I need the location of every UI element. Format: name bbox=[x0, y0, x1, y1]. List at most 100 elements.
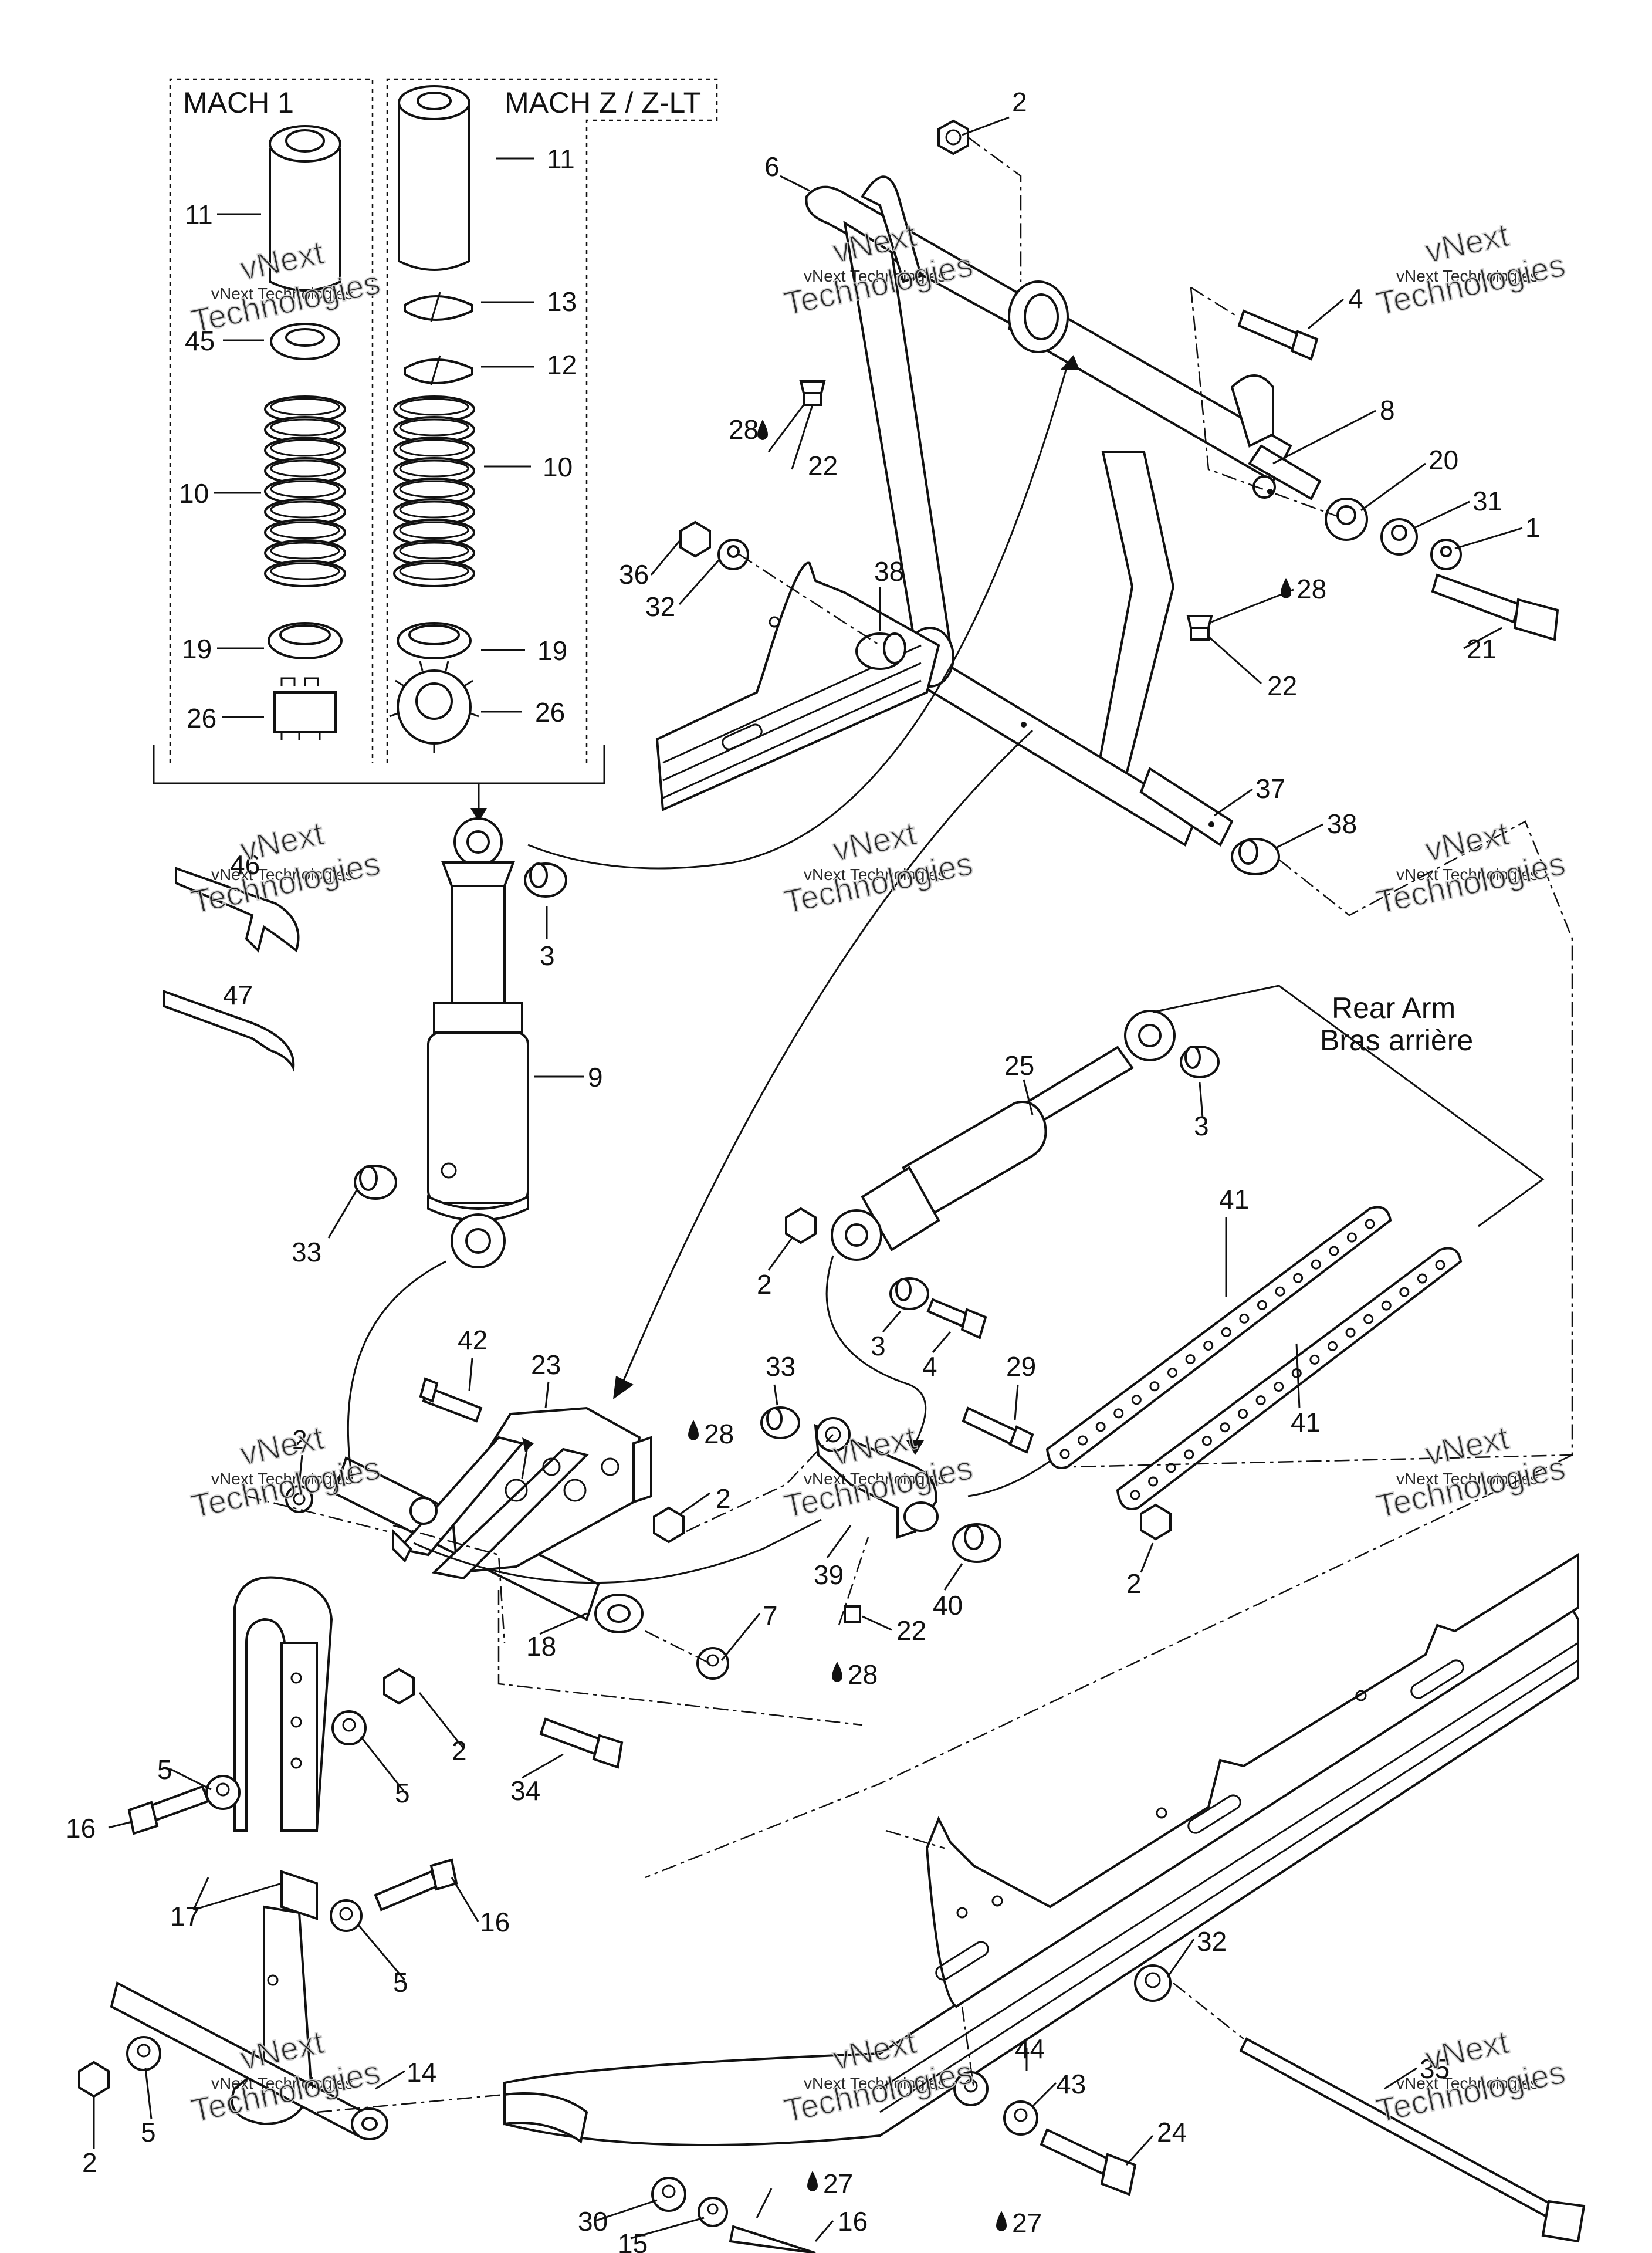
callout-6: 6 bbox=[764, 151, 780, 182]
link-17-lower bbox=[110, 1870, 388, 2140]
drop-icon bbox=[757, 420, 768, 440]
callout-16-b: 16 bbox=[480, 1907, 510, 1937]
callout-4-b: 4 bbox=[922, 1351, 937, 1382]
bushing-38-top bbox=[855, 632, 906, 670]
rail-section-upper bbox=[655, 561, 940, 811]
callout-19-a: 19 bbox=[182, 634, 212, 664]
rear-arm-box bbox=[1152, 985, 1545, 1227]
bolt-4-top bbox=[1237, 309, 1319, 361]
callout-46: 46 bbox=[230, 850, 260, 880]
bolt-34 bbox=[539, 1717, 624, 1769]
mach1-parts bbox=[264, 125, 346, 740]
callout-28-a: 28 bbox=[729, 414, 759, 445]
callout-31: 31 bbox=[1472, 486, 1502, 516]
drop-icon bbox=[807, 2171, 818, 2191]
callout-33-b: 33 bbox=[766, 1351, 795, 1382]
callout-30: 30 bbox=[578, 2206, 608, 2237]
callout-11-b: 11 bbox=[547, 144, 575, 174]
machz-label: MACH Z / Z-LT bbox=[505, 86, 701, 119]
watermark-small: vNext Technologies bbox=[1396, 267, 1538, 285]
callout-23: 23 bbox=[531, 1349, 561, 1380]
callout-28-c: 28 bbox=[704, 1419, 734, 1449]
bolt-29 bbox=[962, 1406, 1034, 1454]
callout-2-top: 2 bbox=[1012, 87, 1027, 117]
callout-28-d: 28 bbox=[848, 1659, 878, 1690]
watermark-small: vNext Technologies bbox=[1396, 1470, 1538, 1488]
bolt-35 bbox=[1239, 2037, 1586, 2243]
seat-19-machz bbox=[397, 622, 472, 659]
callout-5-c: 5 bbox=[393, 1967, 408, 1998]
spanner-wrench-47 bbox=[163, 990, 295, 1073]
pivot-arm-23 bbox=[333, 1406, 652, 1633]
callout-2-c: 2 bbox=[292, 1425, 307, 1455]
callout-39: 39 bbox=[814, 1559, 844, 1590]
bolt-16-a bbox=[127, 1785, 210, 1835]
bushing-33-shock bbox=[354, 1165, 397, 1200]
hardware-lower-rail bbox=[651, 1964, 1586, 2253]
spring-10-mach1 bbox=[264, 395, 346, 587]
spring-10-machz bbox=[393, 395, 475, 587]
watermark-small: vNext Technologies bbox=[804, 1470, 946, 1488]
bolt-16-c bbox=[729, 2225, 816, 2253]
leader-lines bbox=[93, 116, 1523, 2242]
callout-26-b: 26 bbox=[535, 697, 565, 728]
watermark-small: vNext Technologies bbox=[804, 2074, 946, 2092]
hardware-top bbox=[679, 119, 1559, 875]
bushing-38-bottom bbox=[1231, 838, 1280, 875]
shock-absorber-9 bbox=[427, 817, 529, 1268]
callout-22-a: 22 bbox=[808, 451, 838, 481]
callout-41-a: 41 bbox=[1219, 1184, 1249, 1215]
callout-37: 37 bbox=[1255, 773, 1285, 804]
callout-38-a: 38 bbox=[874, 556, 904, 587]
watermark-small: vNext Technologies bbox=[1396, 2074, 1538, 2092]
callout-10-a: 10 bbox=[179, 478, 209, 509]
rear-shock-25 bbox=[831, 1010, 1176, 1261]
callout-5-d: 5 bbox=[141, 2117, 156, 2147]
callout-10-b: 10 bbox=[543, 452, 573, 482]
drop-icon bbox=[688, 1420, 699, 1440]
bumper-11-mach1 bbox=[269, 125, 341, 292]
callout-47: 47 bbox=[223, 980, 253, 1010]
callout-24: 24 bbox=[1157, 2117, 1187, 2147]
mach1-kit-box bbox=[169, 78, 374, 763]
kit-bracket bbox=[153, 745, 605, 784]
callouts: 11 11 13 45 12 10 10 19 19 26 26 2 6 4 2… bbox=[66, 87, 1541, 2253]
callout-3-b: 3 bbox=[1194, 1111, 1209, 1141]
bolt-42 bbox=[419, 1377, 483, 1423]
callout-3-a: 3 bbox=[540, 941, 555, 971]
machz-kit-box bbox=[386, 78, 718, 763]
callout-32-a: 32 bbox=[645, 591, 675, 622]
seat-19-mach1 bbox=[268, 622, 343, 659]
callout-25: 25 bbox=[1004, 1050, 1034, 1081]
callout-12: 12 bbox=[547, 350, 577, 380]
callout-28-b: 28 bbox=[1296, 574, 1326, 604]
bushing-40 bbox=[952, 1523, 1001, 1563]
callout-19-b: 19 bbox=[537, 635, 567, 666]
drop-icon bbox=[1281, 578, 1291, 598]
rail-section-lower bbox=[503, 1552, 1579, 2146]
fitting-22-mid bbox=[1186, 615, 1213, 641]
watermark-small: vNext Technologies bbox=[211, 1470, 353, 1488]
callout-2-d: 2 bbox=[716, 1483, 731, 1514]
hardware-mid bbox=[285, 1485, 1172, 1769]
callout-2-f: 2 bbox=[452, 1736, 467, 1766]
callout-16-a: 16 bbox=[66, 1813, 96, 1843]
callout-3-c: 3 bbox=[871, 1331, 886, 1361]
callout-5-b: 5 bbox=[395, 1778, 410, 1808]
adjuster-26-mach1 bbox=[273, 677, 337, 740]
limiter-straps-41 bbox=[1045, 1206, 1463, 1510]
callout-15: 15 bbox=[618, 2228, 648, 2253]
hardware-lower-link bbox=[78, 1667, 458, 2098]
callout-2-e: 2 bbox=[1126, 1568, 1142, 1599]
callout-2-g: 2 bbox=[82, 2147, 97, 2178]
callout-4-top: 4 bbox=[1348, 283, 1363, 314]
bolt-24 bbox=[1040, 2128, 1137, 2196]
drop-icon bbox=[996, 2211, 1007, 2231]
callout-32-b: 32 bbox=[1197, 1926, 1227, 1957]
callout-27-b: 27 bbox=[1012, 2208, 1042, 2238]
callout-2-b: 2 bbox=[757, 1269, 772, 1300]
callout-27-a: 27 bbox=[823, 2169, 853, 2199]
watermarks: vNext Technologies vNext Technologies vN… bbox=[188, 215, 1569, 2130]
drop-icon bbox=[832, 1662, 842, 1682]
